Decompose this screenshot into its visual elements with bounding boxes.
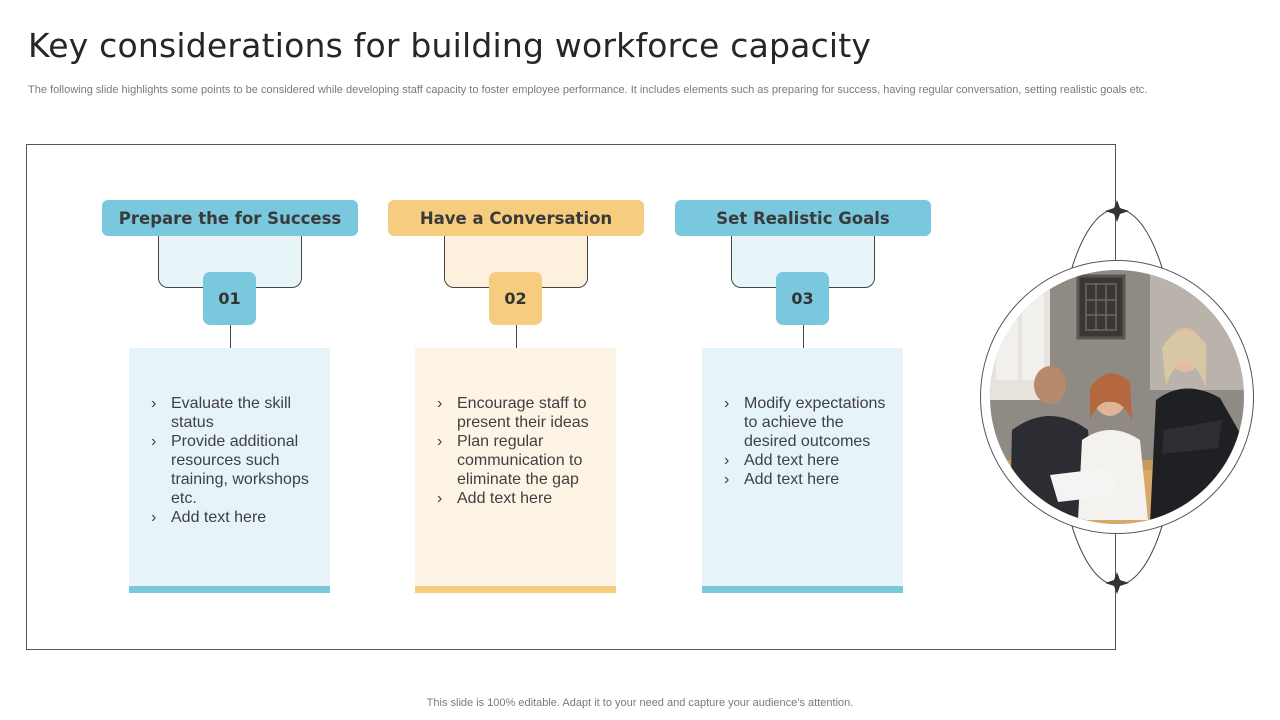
photo-decoration — [980, 198, 1256, 600]
card-prepare-for-success: Prepare the for Success 01 ›Evaluate the… — [102, 200, 358, 594]
card-number-badge: 01 — [203, 272, 256, 325]
card-number-badge: 02 — [489, 272, 542, 325]
chevron-right-icon: › — [724, 471, 730, 488]
bullet-item: ›Provide additional resources such train… — [151, 433, 309, 507]
bullet-list: ›Encourage staff to present their ideas … — [437, 394, 607, 508]
footer-note: This slide is 100% editable. Adapt it to… — [426, 697, 854, 709]
card-body: ›Evaluate the skill status ›Provide addi… — [129, 348, 330, 586]
bullet-item: ›Encourage staff to present their ideas — [437, 395, 589, 431]
chevron-right-icon: › — [151, 509, 157, 526]
sparkle-icon — [1105, 572, 1129, 594]
card-body: ›Encourage staff to present their ideas … — [415, 348, 616, 586]
connector-line — [230, 325, 231, 349]
sparkle-icon — [1105, 200, 1129, 222]
card-header: Set Realistic Goals — [675, 200, 931, 236]
bullet-item: ›Add text here — [437, 490, 553, 507]
bullet-item: ›Add text here — [151, 509, 267, 526]
slide-subtitle: The following slide highlights some poin… — [28, 84, 1148, 96]
bullet-item: ›Plan regular communication to eliminate… — [437, 433, 583, 488]
chevron-right-icon: › — [151, 433, 157, 450]
bullet-item: ›Evaluate the skill status — [151, 395, 292, 431]
chevron-right-icon: › — [724, 395, 730, 412]
card-number-badge: 03 — [776, 272, 829, 325]
card-body: ›Modify expectations to achieve the desi… — [702, 348, 903, 586]
bullet-item: ›Add text here — [724, 452, 840, 469]
card-header: Prepare the for Success — [102, 200, 358, 236]
chevron-right-icon: › — [437, 433, 443, 450]
team-meeting-photo — [990, 270, 1244, 524]
connector-line — [803, 325, 804, 349]
card-accent-bar — [702, 586, 903, 593]
card-accent-bar — [129, 586, 330, 593]
bullet-list: ›Evaluate the skill status ›Provide addi… — [151, 394, 321, 527]
chevron-right-icon: › — [437, 395, 443, 412]
bullet-item: ›Modify expectations to achieve the desi… — [724, 395, 886, 450]
connector-line — [516, 325, 517, 349]
slide-title: Key considerations for building workforc… — [28, 26, 872, 65]
card-have-a-conversation: Have a Conversation 02 ›Encourage staff … — [388, 200, 644, 594]
chevron-right-icon: › — [724, 452, 730, 469]
chevron-right-icon: › — [437, 490, 443, 507]
card-header: Have a Conversation — [388, 200, 644, 236]
chevron-right-icon: › — [151, 395, 157, 412]
bullet-item: ›Add text here — [724, 471, 840, 488]
bullet-list: ›Modify expectations to achieve the desi… — [724, 394, 894, 489]
card-set-realistic-goals: Set Realistic Goals 03 ›Modify expectati… — [675, 200, 931, 594]
card-accent-bar — [415, 586, 616, 593]
